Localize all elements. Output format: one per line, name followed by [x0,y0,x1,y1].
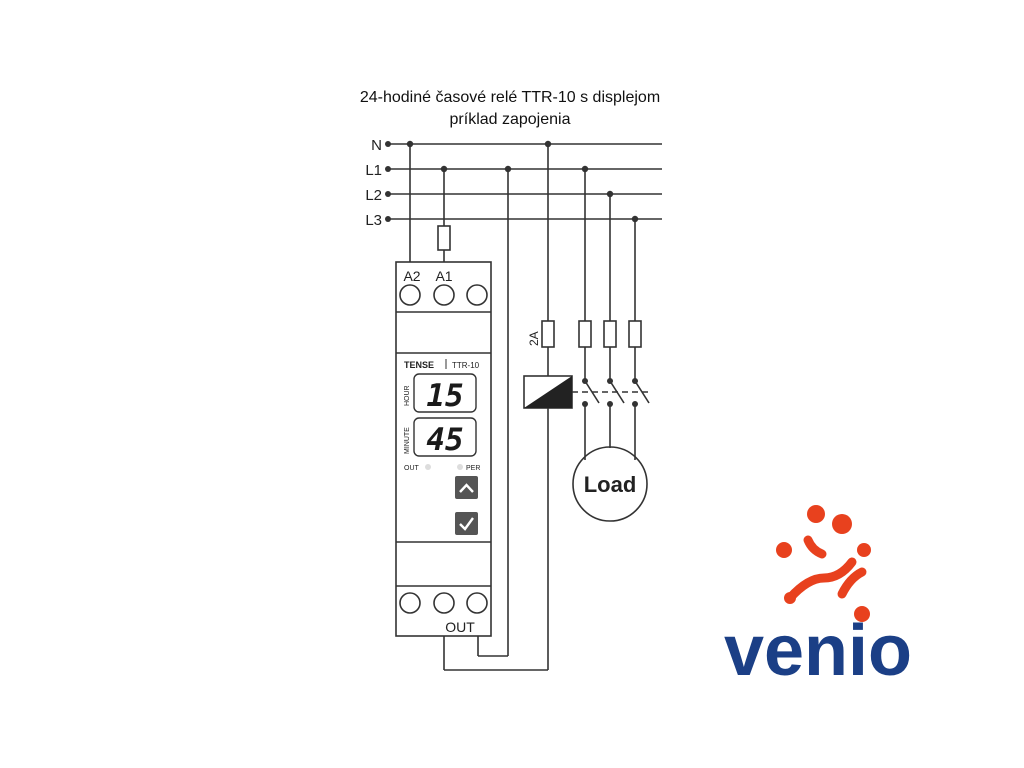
bus-label-l3: L3 [365,212,382,229]
per-indicator-label: PER [466,465,480,472]
terminal-a2: A2 [403,268,420,284]
brand-label: TENSE [404,360,434,370]
check-icon [459,517,474,531]
model-label: TTR-10 [452,361,480,370]
coil-fill [524,376,572,408]
fuse-rating: 2A [527,331,541,346]
bus-label-l2: L2 [365,187,382,204]
hour-display [413,373,477,413]
venio-logo-mark [776,505,871,622]
relay-body [395,261,492,637]
bus-label-n: N [371,137,382,154]
control-fuse [437,225,451,251]
per-led [457,464,463,470]
phase-fuse-l3 [628,320,642,348]
hour-label: HOUR [404,385,411,406]
out-indicator-label: OUT [404,465,420,472]
load-circle [572,446,648,522]
bus-label-l1: L1 [365,162,382,179]
hour-value: 15 [426,378,463,414]
diagram-title: 24-hodiné časové relé TTR-10 s displejom [359,89,661,106]
diagram-subtitle: príklad zapojenia [449,111,571,128]
minute-display [413,417,477,457]
out-led [425,464,431,470]
phase-fuse-l2 [603,320,617,348]
minute-label: MINUTE [404,427,411,454]
terminal-out: OUT [445,619,475,635]
confirm-button [455,512,478,535]
venio-logo-text: venio [724,611,912,691]
phase-fuse-l1 [578,320,592,348]
load-label: Load [584,472,637,497]
terminal-a1: A1 [435,268,452,284]
chevron-up-icon [459,483,474,493]
up-button [455,476,478,499]
coil-fuse [541,320,555,348]
minute-value: 45 [426,422,463,458]
